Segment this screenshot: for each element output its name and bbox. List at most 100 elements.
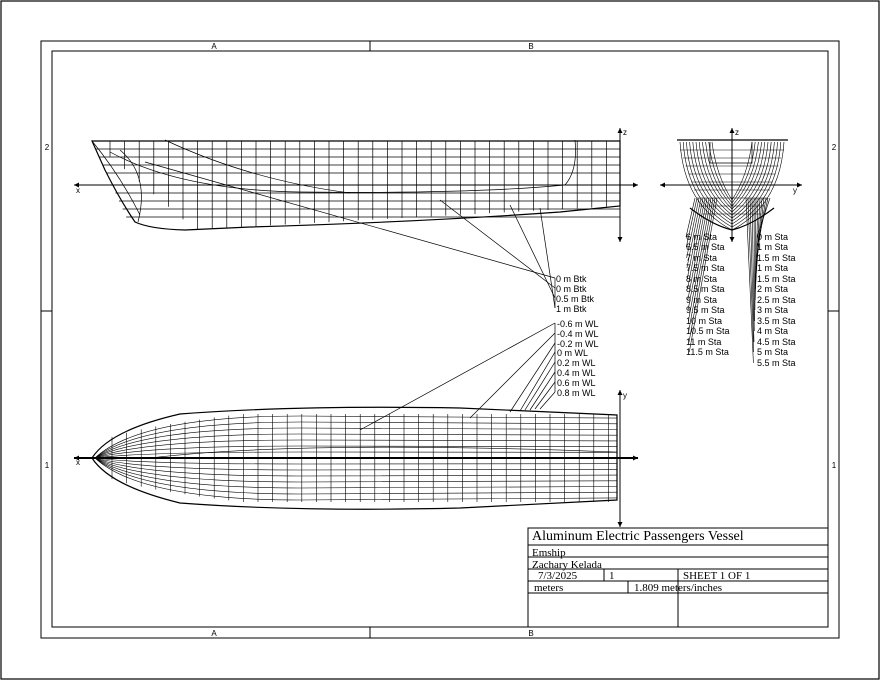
station-label: 4 m Sta [757,326,788,336]
plan-waterline-curve [94,451,618,459]
station-label: 10.5 m Sta [686,326,730,336]
station-label: 1.5 m Sta [757,253,796,263]
station-label: 8.5 m Sta [686,284,725,294]
body-plan-curve-right [731,141,759,207]
station-leader-left [687,197,708,301]
station-label: 5 m Sta [757,347,788,357]
station-labels-right: 0 m Sta 1 m Sta 1.5 m Sta 1 m Sta 1.5 m … [757,232,796,368]
station-label: 7 m Sta [686,253,717,263]
plan-waterline-curve [94,457,618,489]
plan-x-label: x [76,458,80,467]
buttock-label: 1 m Btk [556,304,587,314]
station-label: 9 m Sta [686,295,717,305]
station-leader-left [686,197,702,269]
body-plan-curve-left [692,141,733,219]
title-block-scale: 1.809 meters/inches [634,582,722,594]
plan-waterline-curve [94,433,618,459]
body-plan-curve-left [695,141,733,216]
waterline-label: 0.4 m WL [557,368,596,378]
plan-waterline-curve [94,457,618,501]
title-block-title: Aluminum Electric Passengers Vessel [532,529,744,544]
plan-waterline-curve [94,445,618,459]
zone-ticks [41,41,839,638]
station-label: 7.5 m Sta [686,263,725,273]
body-plan-curve-left [686,141,733,225]
buttock-label: 0 m Btk [556,284,587,294]
title-block-units: meters [534,582,564,594]
profile-z-label: z [623,128,627,137]
station-label: 11 m Sta [686,337,721,347]
profile-buttock-curves [91,139,576,216]
body-plan-curve-left [705,141,733,207]
body-plan-curve-left [711,141,733,201]
plan-waterline-curve [94,457,618,471]
body-plan-curve-right [731,141,772,219]
profile-bow-curve [164,139,351,194]
plan-waterline-curve [94,439,618,459]
station-leader-left [688,197,712,322]
station-label: 6 m Sta [686,232,717,242]
station-labels-left: 6 m Sta 6.5 m Sta 7 m Sta 7.5 m Sta 8 m … [686,232,730,357]
border-frame [40,40,840,639]
station-leader-right [754,197,759,301]
plan-view [74,390,638,527]
profile-axis-arrows [617,128,638,242]
zone-label-top-b: B [528,42,533,51]
waterline-label: 0.8 m WL [557,388,596,398]
profile-stem-curve [119,149,142,223]
body-plan-y-label: y [793,186,797,195]
waterline-leaders [359,322,556,431]
station-leader-left [687,197,706,290]
title-block-date: 7/3/2025 [538,570,578,582]
profile-x-label: x [76,186,80,195]
station-leader-right [755,197,761,290]
plan-waterline-curve [94,457,618,465]
station-leader-left [686,197,700,259]
station-label: 6.5 m Sta [686,242,725,252]
body-plan-curve-right [731,141,769,216]
body-plan-curve-left [679,141,733,231]
station-leader-right [747,197,754,353]
body-plan-view [660,128,802,364]
title-block-revision: 1 [609,570,615,582]
station-leader-right [749,197,755,343]
title-block-sheet: SHEET 1 OF 1 [683,570,751,582]
station-leader-left [686,197,704,280]
station-label: 2 m Sta [757,284,788,294]
station-leader-left [686,197,698,248]
body-plan-curve-right [731,141,775,222]
buttock-label: 0 m Btk [556,274,587,284]
station-leaders [685,197,771,364]
body-plan-curve-left [689,141,733,222]
title-block [527,527,829,628]
plan-waterline-curves [94,415,618,501]
drawing-frame [51,50,829,628]
plan-waterline-curve [94,427,618,459]
buttock-label: 0.5 m Btk [556,294,595,304]
plan-y-label: y [623,391,627,400]
station-leader-left [685,197,696,238]
zone-label-right-2: 2 [832,143,837,152]
buttock-leaders [144,161,556,309]
station-leader-left [689,197,718,353]
plan-waterline-curve [94,421,618,459]
station-label: 4.5 m Sta [757,337,796,347]
body-plan-curve-right [731,141,753,201]
body-plan-curve-left [682,141,733,228]
profile-axis-arrow-left [74,182,79,188]
profile-grid [95,141,620,229]
station-label: 2.5 m Sta [757,295,796,305]
plan-waterline-curve [94,457,618,495]
station-label: 1.5 m Sta [757,274,796,284]
profile-outline [91,140,621,231]
waterline-label: 0 m WL [557,348,588,358]
title-block-author: Zachary Kelada [532,559,602,571]
body-plan-curve-right [731,141,762,210]
plan-waterline-curve [94,457,618,477]
profile-view [74,128,638,242]
station-label: 10 m Sta [686,316,722,326]
station-label: 3 m Sta [757,305,788,315]
station-leader-left [688,197,714,332]
